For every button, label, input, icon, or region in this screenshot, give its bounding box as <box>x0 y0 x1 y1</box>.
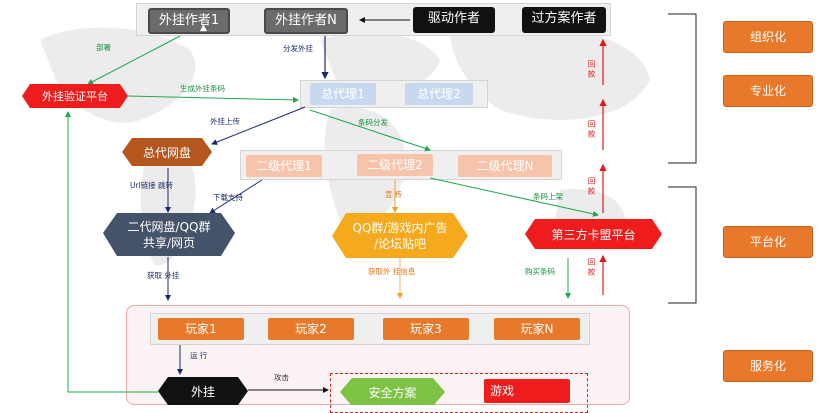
side-label-professional: 专业化 <box>723 75 813 107</box>
mouse-cursor-icon: ▲ <box>200 23 207 33</box>
edge-label-get-cheat: 获取 外挂 <box>147 271 180 280</box>
edge-label-url: Url链接 跳转 <box>130 181 174 190</box>
player-1-box[interactable]: 玩家1 <box>158 318 244 340</box>
card-platform-shape <box>525 219 662 249</box>
player-2-box[interactable]: 玩家2 <box>268 318 354 340</box>
edge-label-refund-3: 回 款 <box>587 177 596 195</box>
netdisk-shape <box>122 138 212 166</box>
player-n-box[interactable]: 玩家N <box>494 318 580 340</box>
edge-label-download: 下载支持 <box>213 193 243 202</box>
bracket-platform <box>668 186 697 304</box>
edge-label-attack: 攻击 <box>274 373 289 382</box>
edge-general-to-netdisk <box>211 106 306 145</box>
author-n-box[interactable]: 外挂作者N <box>264 8 348 34</box>
general-agent-1-box[interactable]: 总代理1 <box>310 83 376 105</box>
edge-label-code-listed: 条码上架 <box>533 192 563 201</box>
level2-agent-2-box[interactable]: 二级代理2 <box>357 154 433 176</box>
verify-platform-label[interactable]: 外挂验证平台 <box>42 90 108 103</box>
game-box[interactable]: 游戏 <box>484 379 570 403</box>
edge-level2-to-card <box>429 177 599 217</box>
edge-label-get-info: 获取外 挂信息 <box>368 267 416 276</box>
bracket-top <box>668 13 697 164</box>
edge-label-gen-code: 生成外挂条码 <box>180 84 225 93</box>
edge-label-code-dist: 条码分发 <box>358 118 388 127</box>
edge-level2-to-netdisk2 <box>209 179 263 214</box>
cheat-label[interactable]: 外挂 <box>190 384 215 399</box>
general-agent-2-box[interactable]: 总代理2 <box>405 83 473 105</box>
edge-cheat-to-verify <box>65 111 158 393</box>
edge-label-promote: 宣 传 <box>385 190 403 199</box>
driver-author-box[interactable]: 驱动作者 <box>413 7 495 33</box>
player-3-box[interactable]: 玩家3 <box>383 318 469 340</box>
qqads-shape <box>332 213 468 258</box>
edge-general-to-level2 <box>309 109 431 152</box>
edge-label-refund-1: 回 款 <box>587 60 596 78</box>
netdisk-label[interactable]: 总代网盘 <box>142 145 191 160</box>
security-solution-shape <box>340 378 445 405</box>
edge-label-distribute: 分发外挂 <box>283 44 313 53</box>
edge-author1-to-verify <box>87 35 181 85</box>
edge-label-deploy: 部署 <box>96 43 111 52</box>
card-platform-label[interactable]: 第三方卡盟平台 <box>551 227 636 242</box>
edge-verify-to-general <box>127 95 299 103</box>
edge-label-upload: 外挂上传 <box>210 117 240 126</box>
level2-agent-n-box[interactable]: 二级代理N <box>458 155 552 177</box>
netdisk2-shape <box>103 213 235 256</box>
level2-agent-1-box[interactable]: 二级代理1 <box>246 155 322 177</box>
edge-label-refund-4: 回 款 <box>587 258 596 276</box>
side-label-organized: 组织化 <box>723 21 813 53</box>
netdisk2-label[interactable]: 二代网盘/QQ群 共享/网页 <box>127 219 211 250</box>
author-1-box[interactable]: 外挂作者1 <box>148 8 230 34</box>
edge-label-buy-code: 购买条码 <box>525 267 555 276</box>
side-label-service: 服务化 <box>723 350 813 382</box>
bypass-author-box[interactable]: 过方案作者 <box>522 7 606 33</box>
verify-platform-shape <box>22 84 128 108</box>
qqads-label[interactable]: QQ群/游戏内广告 /论坛贴吧 <box>352 220 448 251</box>
side-label-platform: 平台化 <box>723 226 813 258</box>
cheat-shape <box>158 377 248 405</box>
edge-label-refund-2: 回 款 <box>587 120 596 138</box>
edge-label-run: 运 行 <box>190 351 208 360</box>
security-solution-label[interactable]: 安全方案 <box>368 385 417 400</box>
